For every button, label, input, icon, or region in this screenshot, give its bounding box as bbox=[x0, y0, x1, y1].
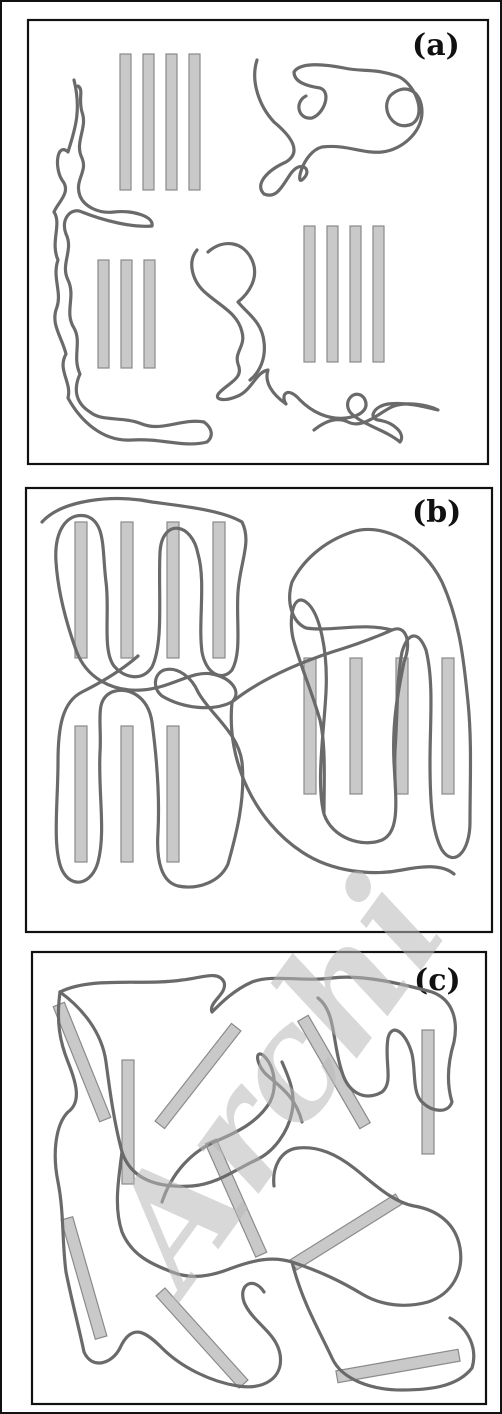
rod bbox=[120, 54, 131, 190]
panel-a-frame bbox=[28, 20, 488, 464]
panel-a-label: (a) bbox=[412, 28, 460, 63]
panel-b: (b) bbox=[26, 488, 492, 932]
polymer-chain bbox=[255, 60, 422, 195]
rod bbox=[327, 226, 338, 362]
rod bbox=[442, 658, 454, 794]
rod bbox=[350, 658, 362, 794]
rod bbox=[144, 260, 155, 368]
rod bbox=[121, 726, 133, 862]
rod bbox=[167, 726, 179, 862]
rod bbox=[213, 522, 225, 658]
polymer-chain bbox=[54, 80, 211, 444]
rod bbox=[121, 260, 132, 368]
panel-a-rods bbox=[98, 54, 384, 368]
rod bbox=[53, 1002, 111, 1121]
polymer-chain bbox=[231, 702, 454, 874]
rod bbox=[166, 54, 177, 190]
rod bbox=[189, 54, 200, 190]
rod bbox=[304, 226, 315, 362]
rod bbox=[121, 522, 133, 658]
rod bbox=[350, 226, 361, 362]
rod bbox=[373, 226, 384, 362]
rod bbox=[98, 260, 109, 368]
panel-b-label: (b) bbox=[412, 495, 461, 530]
rod bbox=[290, 1194, 402, 1270]
rod bbox=[75, 726, 87, 862]
rod bbox=[336, 1349, 460, 1382]
rod bbox=[143, 54, 154, 190]
panel-c: (c) Archi bbox=[32, 846, 486, 1404]
rod bbox=[75, 522, 87, 658]
panel-a: (a) bbox=[28, 20, 488, 464]
rod bbox=[167, 522, 179, 658]
rod bbox=[422, 1030, 434, 1154]
